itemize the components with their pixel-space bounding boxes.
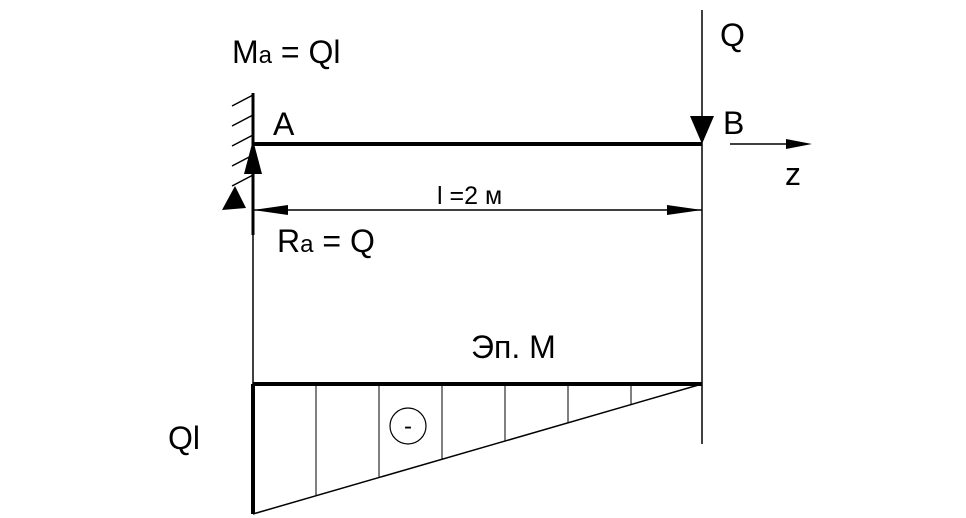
reaction-label-main: R <box>277 223 300 259</box>
point-b-label: B <box>723 105 744 141</box>
sign-circle <box>389 407 427 445</box>
moment-reaction-label-main: M <box>232 34 259 70</box>
svg-text:Ma = Ql: Ma = Ql <box>232 34 340 70</box>
moment-arrow-icon <box>222 186 246 210</box>
z-axis-arrow <box>730 139 812 149</box>
point-a-label: A <box>273 106 295 142</box>
force-q-label: Q <box>720 17 745 53</box>
length-label: l =2 м <box>437 182 502 210</box>
reaction-label-sub: a <box>300 231 314 258</box>
diagram-value-label: Ql <box>168 420 200 456</box>
svg-text:Ra = Q: Ra = Q <box>277 223 375 259</box>
moment-diagram <box>251 382 703 515</box>
moment-reaction-label-eq: = Ql <box>272 34 340 70</box>
z-axis-label: z <box>785 156 801 192</box>
reaction-label-eq: = Q <box>313 223 374 259</box>
length-dimension <box>253 205 702 215</box>
force-q-arrow <box>690 10 714 444</box>
reaction-arrow <box>244 140 262 235</box>
sign-label: - <box>404 413 412 440</box>
diagram-title: Эп. М <box>471 329 556 365</box>
moment-reaction-label-sub: a <box>259 42 273 69</box>
